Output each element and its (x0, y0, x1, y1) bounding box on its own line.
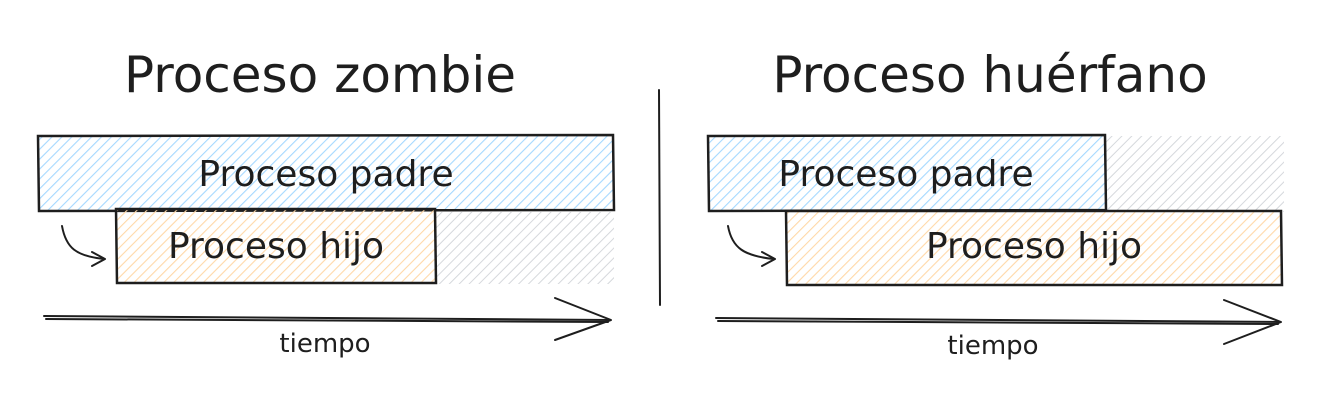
zombie-gone-area (436, 212, 614, 284)
panel-divider (658, 89, 661, 306)
orphan-time-label: tiempo (947, 331, 1038, 361)
zombie-title: Proceso zombie (124, 46, 516, 104)
orphan-child-fill (786, 211, 1282, 285)
zombie-child-fill (116, 209, 436, 283)
orphan-parent-label: Proceso padre (778, 154, 1033, 195)
orphan-spawn-arrow-icon (727, 225, 776, 267)
zombie-child-label: Proceso hijo (168, 226, 384, 267)
orphan-child-label: Proceso hijo (926, 226, 1142, 267)
zombie-parent-bar (36, 133, 616, 213)
orphan-gone-area (1106, 136, 1284, 212)
zombie-child-bar (114, 207, 438, 285)
zombie-spawn-arrow-icon (61, 225, 106, 267)
zombie-parent-label: Proceso padre (198, 154, 453, 195)
orphan-panel: Proceso huérfano Proceso padre Proceso h… (706, 46, 1284, 361)
zombie-time-label: tiempo (279, 329, 370, 359)
orphan-title: Proceso huérfano (772, 46, 1207, 104)
orphan-time-axis (715, 299, 1282, 345)
zombie-panel: Proceso zombie Proceso padre Proceso hij… (36, 46, 616, 359)
orphan-parent-fill (708, 136, 1106, 210)
zombie-time-axis (43, 297, 612, 341)
zombie-parent-fill (38, 136, 614, 210)
orphan-child-bar (784, 209, 1284, 287)
